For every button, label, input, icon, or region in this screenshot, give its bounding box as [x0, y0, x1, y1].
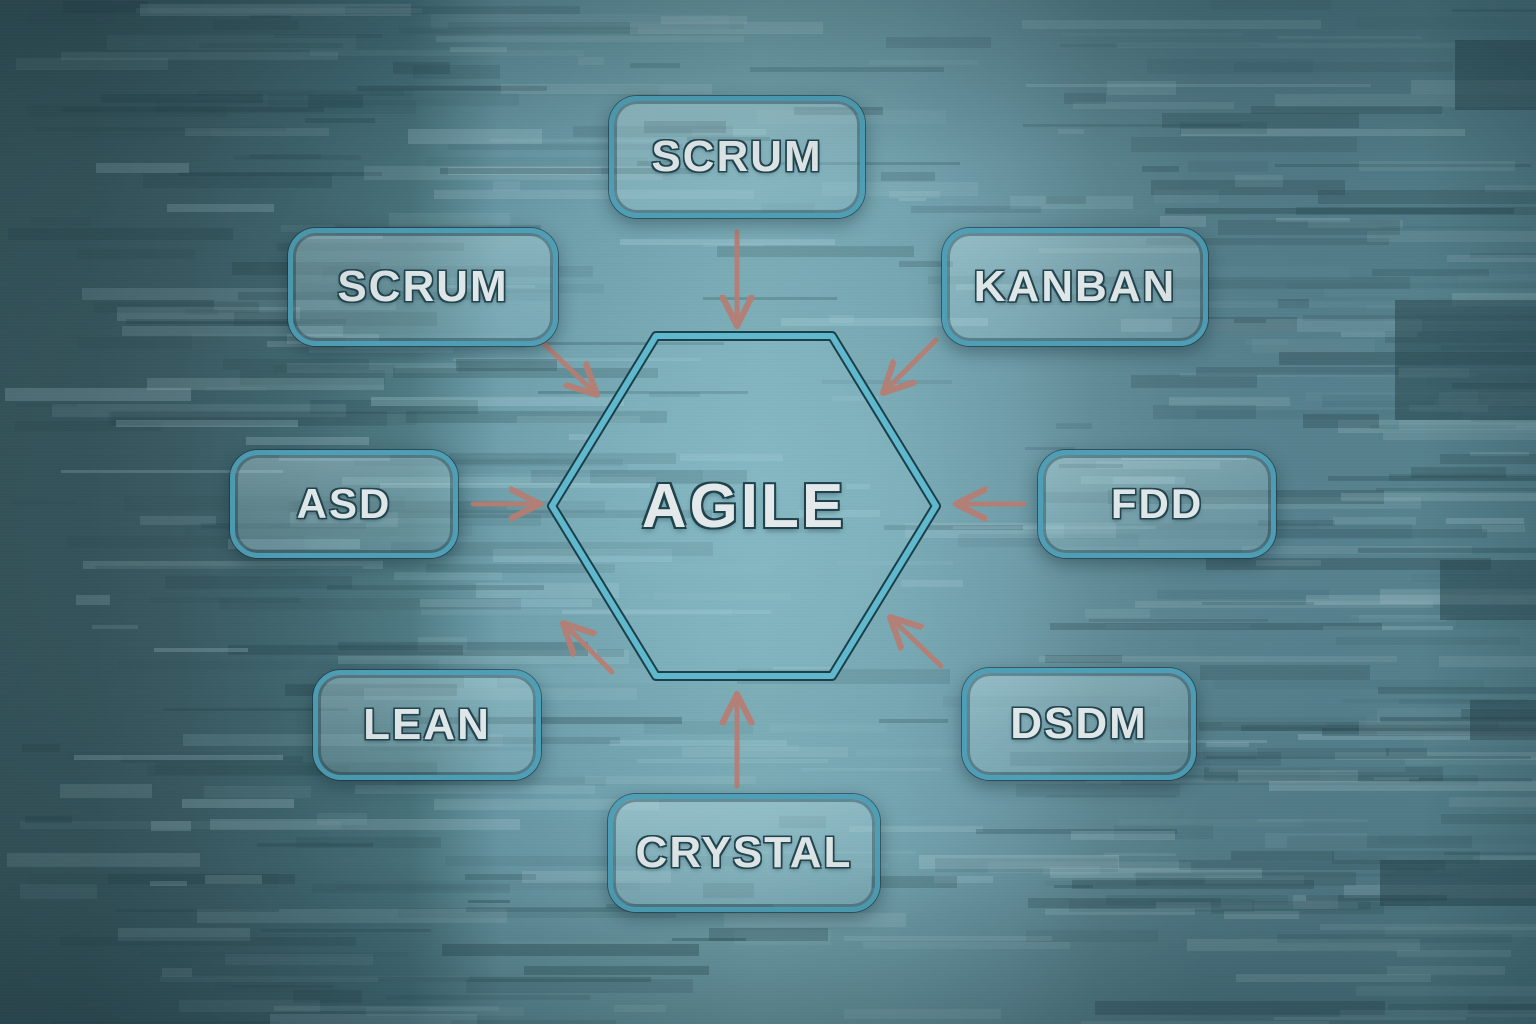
node-scrum-upper-left[interactable]: SCRUM: [288, 228, 558, 346]
center-label: AGILE: [641, 471, 847, 541]
node-label: CRYSTAL: [635, 828, 853, 877]
node-scrum-top[interactable]: SCRUM: [609, 96, 865, 218]
node-label: FDD: [1110, 480, 1204, 527]
node-dsdm[interactable]: DSDM: [962, 668, 1196, 780]
node-kanban[interactable]: KANBAN: [942, 228, 1208, 346]
node-label: ASD: [296, 480, 392, 527]
node-label: SCRUM: [337, 262, 509, 311]
node-label: LEAN: [363, 700, 491, 749]
node-crystal[interactable]: CRYSTAL: [608, 794, 880, 912]
node-lean[interactable]: LEAN: [313, 670, 541, 780]
node-label: SCRUM: [651, 132, 823, 181]
node-asd[interactable]: ASD: [230, 450, 458, 558]
node-fdd[interactable]: FDD: [1038, 450, 1276, 558]
center-hexagon: AGILE: [547, 331, 941, 681]
node-label: KANBAN: [973, 262, 1177, 311]
node-label: DSDM: [1010, 699, 1148, 748]
